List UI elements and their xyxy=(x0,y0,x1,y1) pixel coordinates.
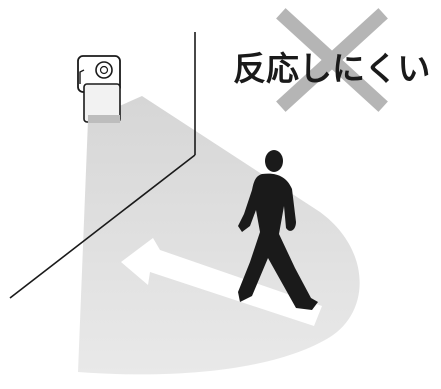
motion-sensor-icon xyxy=(78,56,120,123)
detection-area xyxy=(78,96,360,374)
caption-text: 反応しにくい xyxy=(233,42,430,90)
